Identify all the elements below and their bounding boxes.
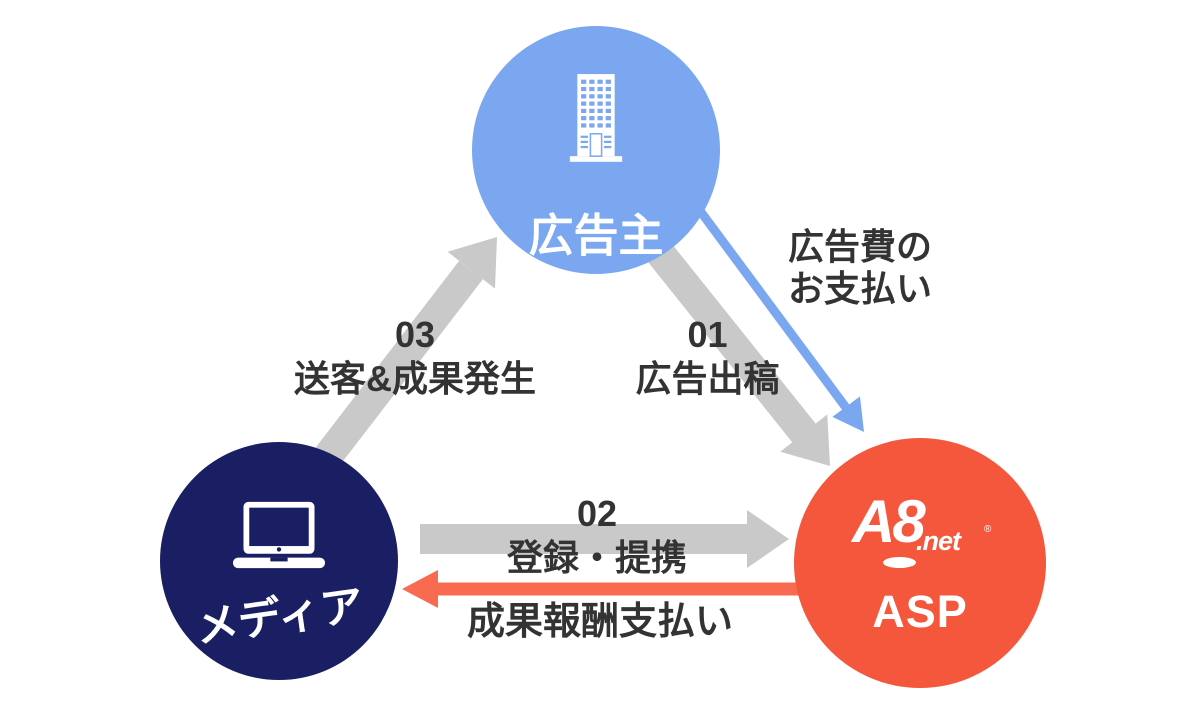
arrow-ad-placement [636,228,830,466]
ad-fee-line1: 広告費の [788,226,933,267]
edge-label-ad-placement: 01 広告出稿 [600,313,815,401]
step-number: 03 [394,314,436,355]
registered-mark-icon: ® [984,524,992,535]
asp-node: A8 .net ® ASP [794,438,1046,688]
edge-label-referral: 03 送客&成果発生 [283,313,547,401]
arrow-reward [402,570,808,608]
arrow-registration [420,510,789,568]
step-number: 02 [576,493,618,534]
arrow-ad-fee [688,197,864,432]
laptop-icon [232,501,326,569]
advertiser-node: 広告主 [472,26,720,274]
building-icon [569,74,623,162]
a8net-logo-ellipse [883,557,916,568]
advertiser-label: 広告主 [528,210,664,261]
edge-label-ad-fee: 広告費の お支払い [788,226,988,310]
a8net-logo: A8 .net ® [852,492,997,572]
a8net-logo-suffix: .net [916,526,961,556]
step-text: 送客&成果発生 [294,358,536,399]
ad-fee-line2: お支払い [788,268,933,309]
step-text: 広告出稿 [635,358,780,399]
edge-label-registration: 02 登録・提携 [480,492,714,580]
arrow-referral [313,237,497,470]
edge-label-reward: 成果報酬支払い [450,600,750,644]
step-text: 登録・提携 [506,537,687,578]
step-number: 01 [687,314,728,355]
asp-label: ASP [872,586,968,637]
a8net-logo-main: A8 [852,488,926,555]
reward-text: 成果報酬支払い [466,601,733,643]
media-node: メディア [160,442,398,680]
